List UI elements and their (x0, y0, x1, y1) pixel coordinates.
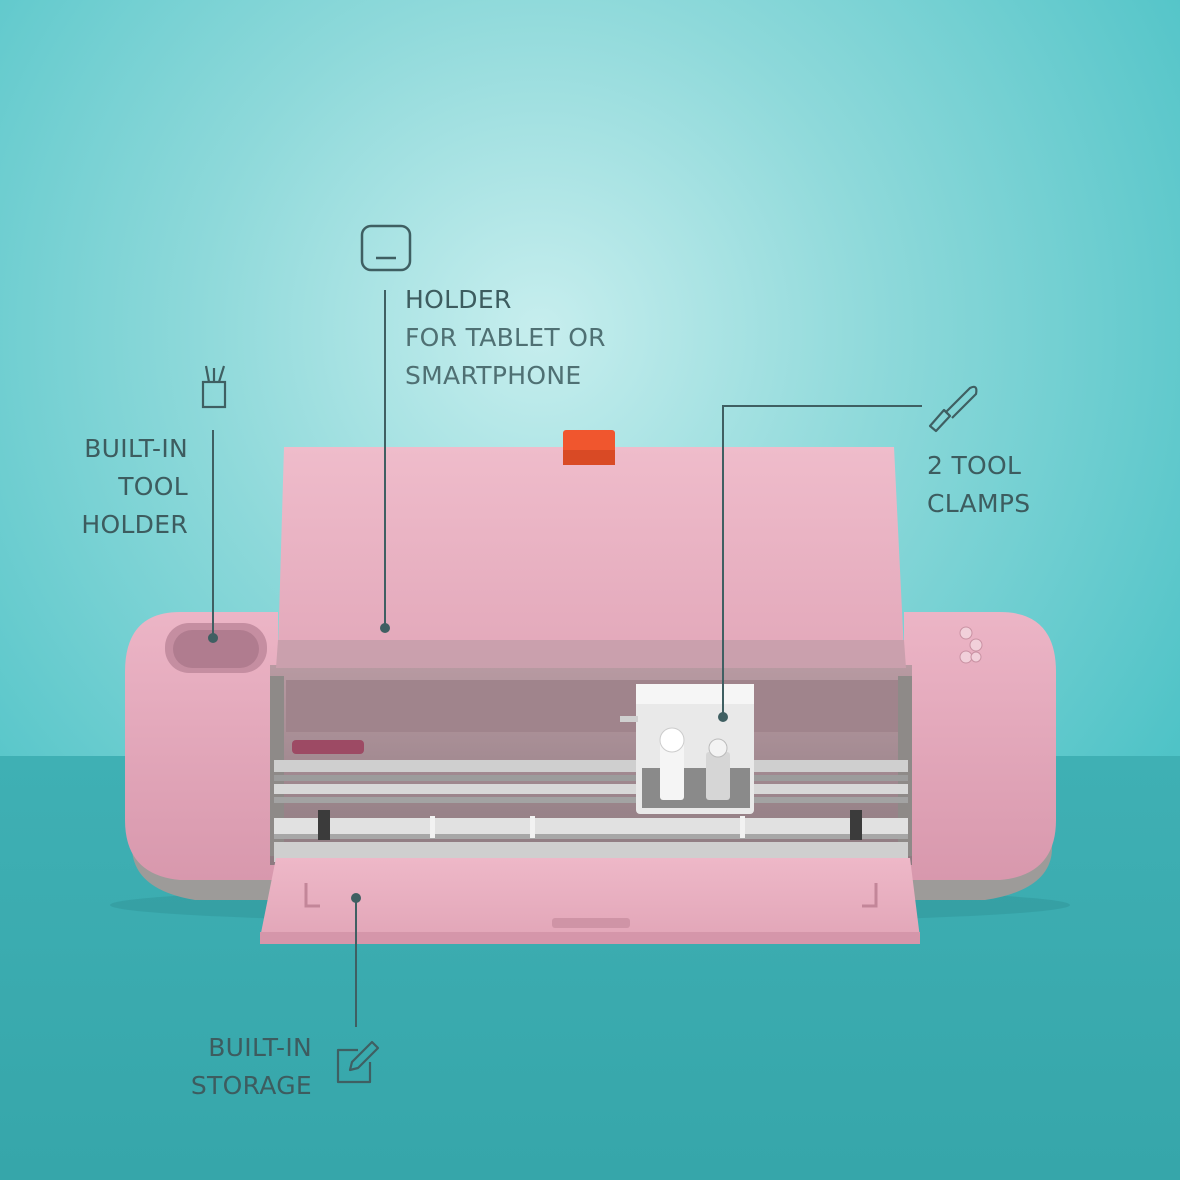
storage-tray (260, 858, 920, 938)
tool-clamps-callout: 2 TOOL CLAMPS (927, 447, 1030, 523)
tool-holder-line3: HOLDER (81, 510, 188, 539)
callout-leaders (212, 290, 922, 1027)
tablet-holder-title: HOLDER (405, 285, 512, 314)
tablet-holder-line2: FOR TABLET OR (405, 323, 606, 352)
scalpel-icon (928, 385, 978, 433)
pencil-cup-icon (201, 365, 227, 409)
tool-holder-line1: BUILT-IN (84, 434, 188, 463)
tray-notch (552, 918, 630, 928)
tray-handle-right (862, 883, 878, 908)
tablet-holder-callout: HOLDER FOR TABLET OR SMARTPHONE (405, 281, 606, 395)
tablet-holder-line3: SMARTPHONE (405, 361, 582, 390)
roller-markers (318, 810, 862, 840)
tool-holder-callout: BUILT-IN TOOL HOLDER (40, 430, 188, 544)
tray-handle-left (304, 883, 320, 908)
storage-tray-edge (260, 932, 920, 944)
tool-cup-inner (173, 630, 259, 668)
callout-dots (208, 623, 728, 903)
machine-body-left (125, 612, 278, 880)
tool-clamps-line2: CLAMPS (927, 489, 1031, 518)
machine-lid (278, 447, 904, 652)
mat-slot (292, 740, 364, 754)
rear-wall (286, 680, 898, 732)
control-buttons (959, 626, 983, 664)
tool-carriage (620, 684, 754, 814)
lid-lower-edge (276, 640, 906, 668)
tablet-icon (360, 224, 412, 272)
storage-line2: STORAGE (190, 1071, 312, 1100)
tool-holder-line2: TOOL (118, 472, 188, 501)
storage-line1: BUILT-IN (208, 1033, 312, 1062)
edit-pen-icon (336, 1040, 380, 1084)
storage-callout: BUILT-IN STORAGE (150, 1029, 312, 1105)
tool-clamps-line1: 2 TOOL (927, 451, 1022, 480)
lid-release-tab-shadow (563, 450, 615, 465)
machine-body-right (904, 612, 1056, 880)
